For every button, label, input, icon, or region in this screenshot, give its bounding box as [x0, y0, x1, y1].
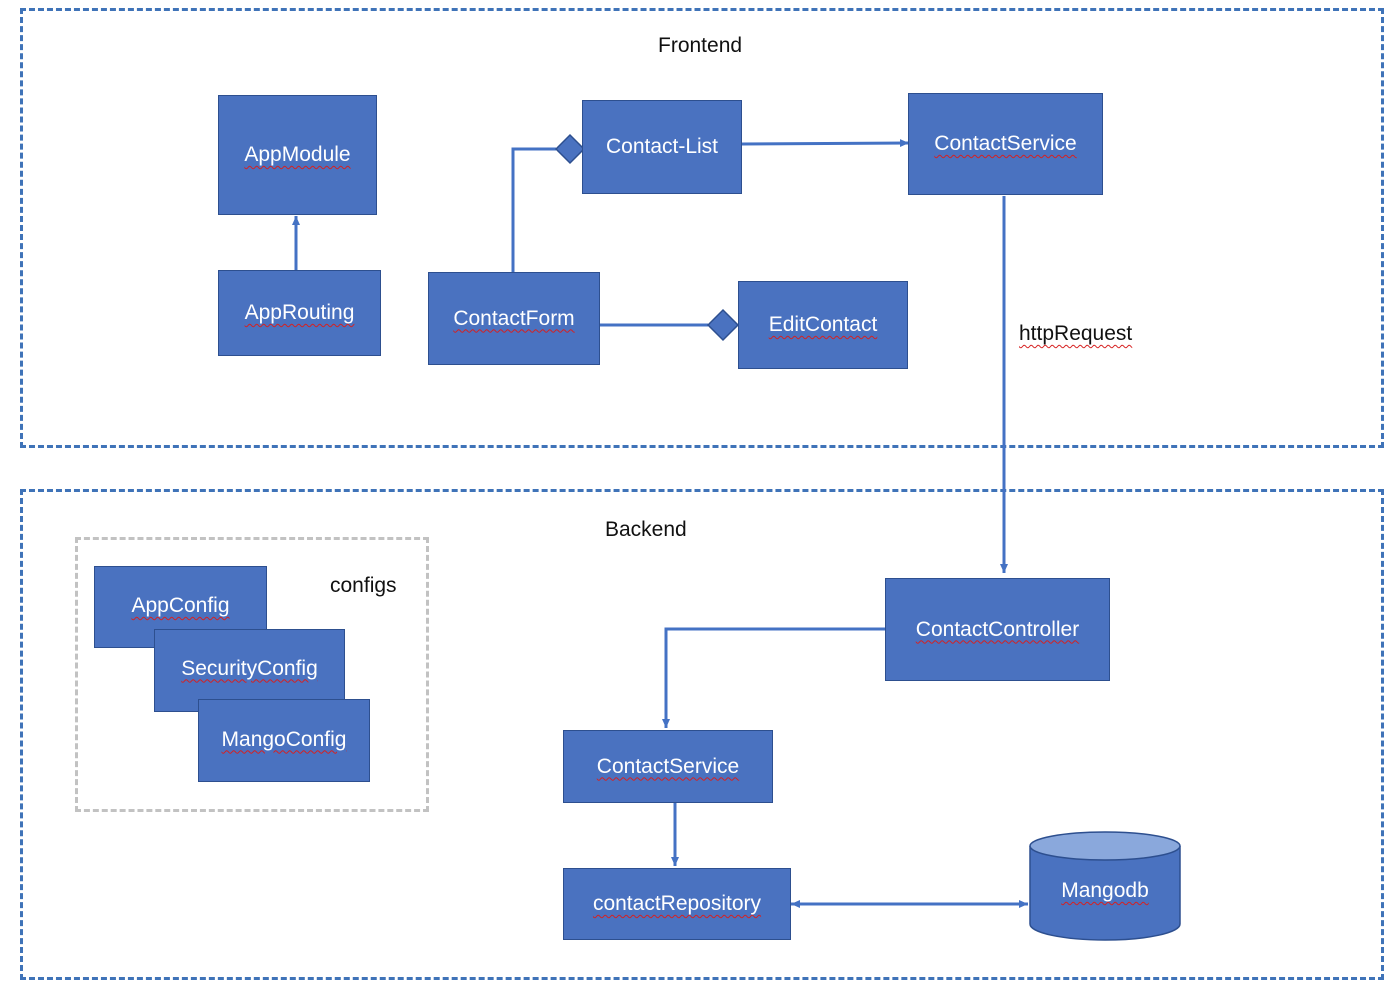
edge-contactform-contactlist	[511, 147, 556, 272]
contactrepository-label: contactRepository	[592, 892, 762, 915]
backend-label: Backend	[605, 518, 687, 541]
edge-controller-service	[662, 627, 885, 728]
edge-contactlist-contactservice	[741, 139, 910, 148]
appconfig-label: AppConfig	[131, 594, 230, 617]
contactcontroller-node: ContactController	[885, 578, 1110, 681]
http-request-label: httpRequest	[1019, 322, 1132, 346]
configs-group	[75, 537, 429, 812]
securityconfig-label: SecurityConfig	[181, 656, 318, 680]
backend-contactservice-label: ContactService	[596, 754, 740, 778]
contact-list-label: Contact-List	[605, 135, 719, 158]
approuting-node: AppRouting	[218, 270, 381, 356]
backend-region	[20, 489, 1384, 980]
mangoconfig-node: MangoConfig	[198, 699, 370, 782]
contactform-label: ContactForm	[453, 306, 575, 330]
mangoconfig-label: MangoConfig	[221, 727, 347, 751]
frontend-label: Frontend	[658, 34, 743, 57]
diamond-editcontact	[706, 308, 740, 342]
securityconfig-node: SecurityConfig	[154, 629, 345, 712]
configs-label: configs	[330, 574, 397, 597]
mangodb-label-wrap: Mangodb	[1029, 879, 1181, 903]
contactrepository-node: contactRepository	[563, 868, 791, 940]
frontend-region	[20, 8, 1384, 448]
editcontact-node: EditContact	[738, 281, 908, 369]
appmodule-label: AppModule	[244, 143, 351, 166]
contactcontroller-label: ContactController	[915, 617, 1080, 641]
diamond-contactlist	[554, 133, 586, 165]
editcontact-label: EditContact	[768, 313, 878, 336]
backend-contactservice-node: ContactService	[563, 730, 773, 803]
contactform-node: ContactForm	[428, 272, 600, 365]
http-request-text: httpRequest	[1019, 322, 1133, 345]
approuting-label: AppRouting	[244, 301, 355, 324]
frontend-contactservice-node: ContactService	[908, 93, 1103, 195]
mangodb-label: Mangodb	[1061, 879, 1149, 902]
frontend-contactservice-label: ContactService	[934, 132, 1077, 155]
appmodule-node: AppModule	[218, 95, 377, 215]
mangodb-cylinder	[1029, 831, 1181, 941]
contact-list-node: Contact-List	[582, 100, 742, 194]
